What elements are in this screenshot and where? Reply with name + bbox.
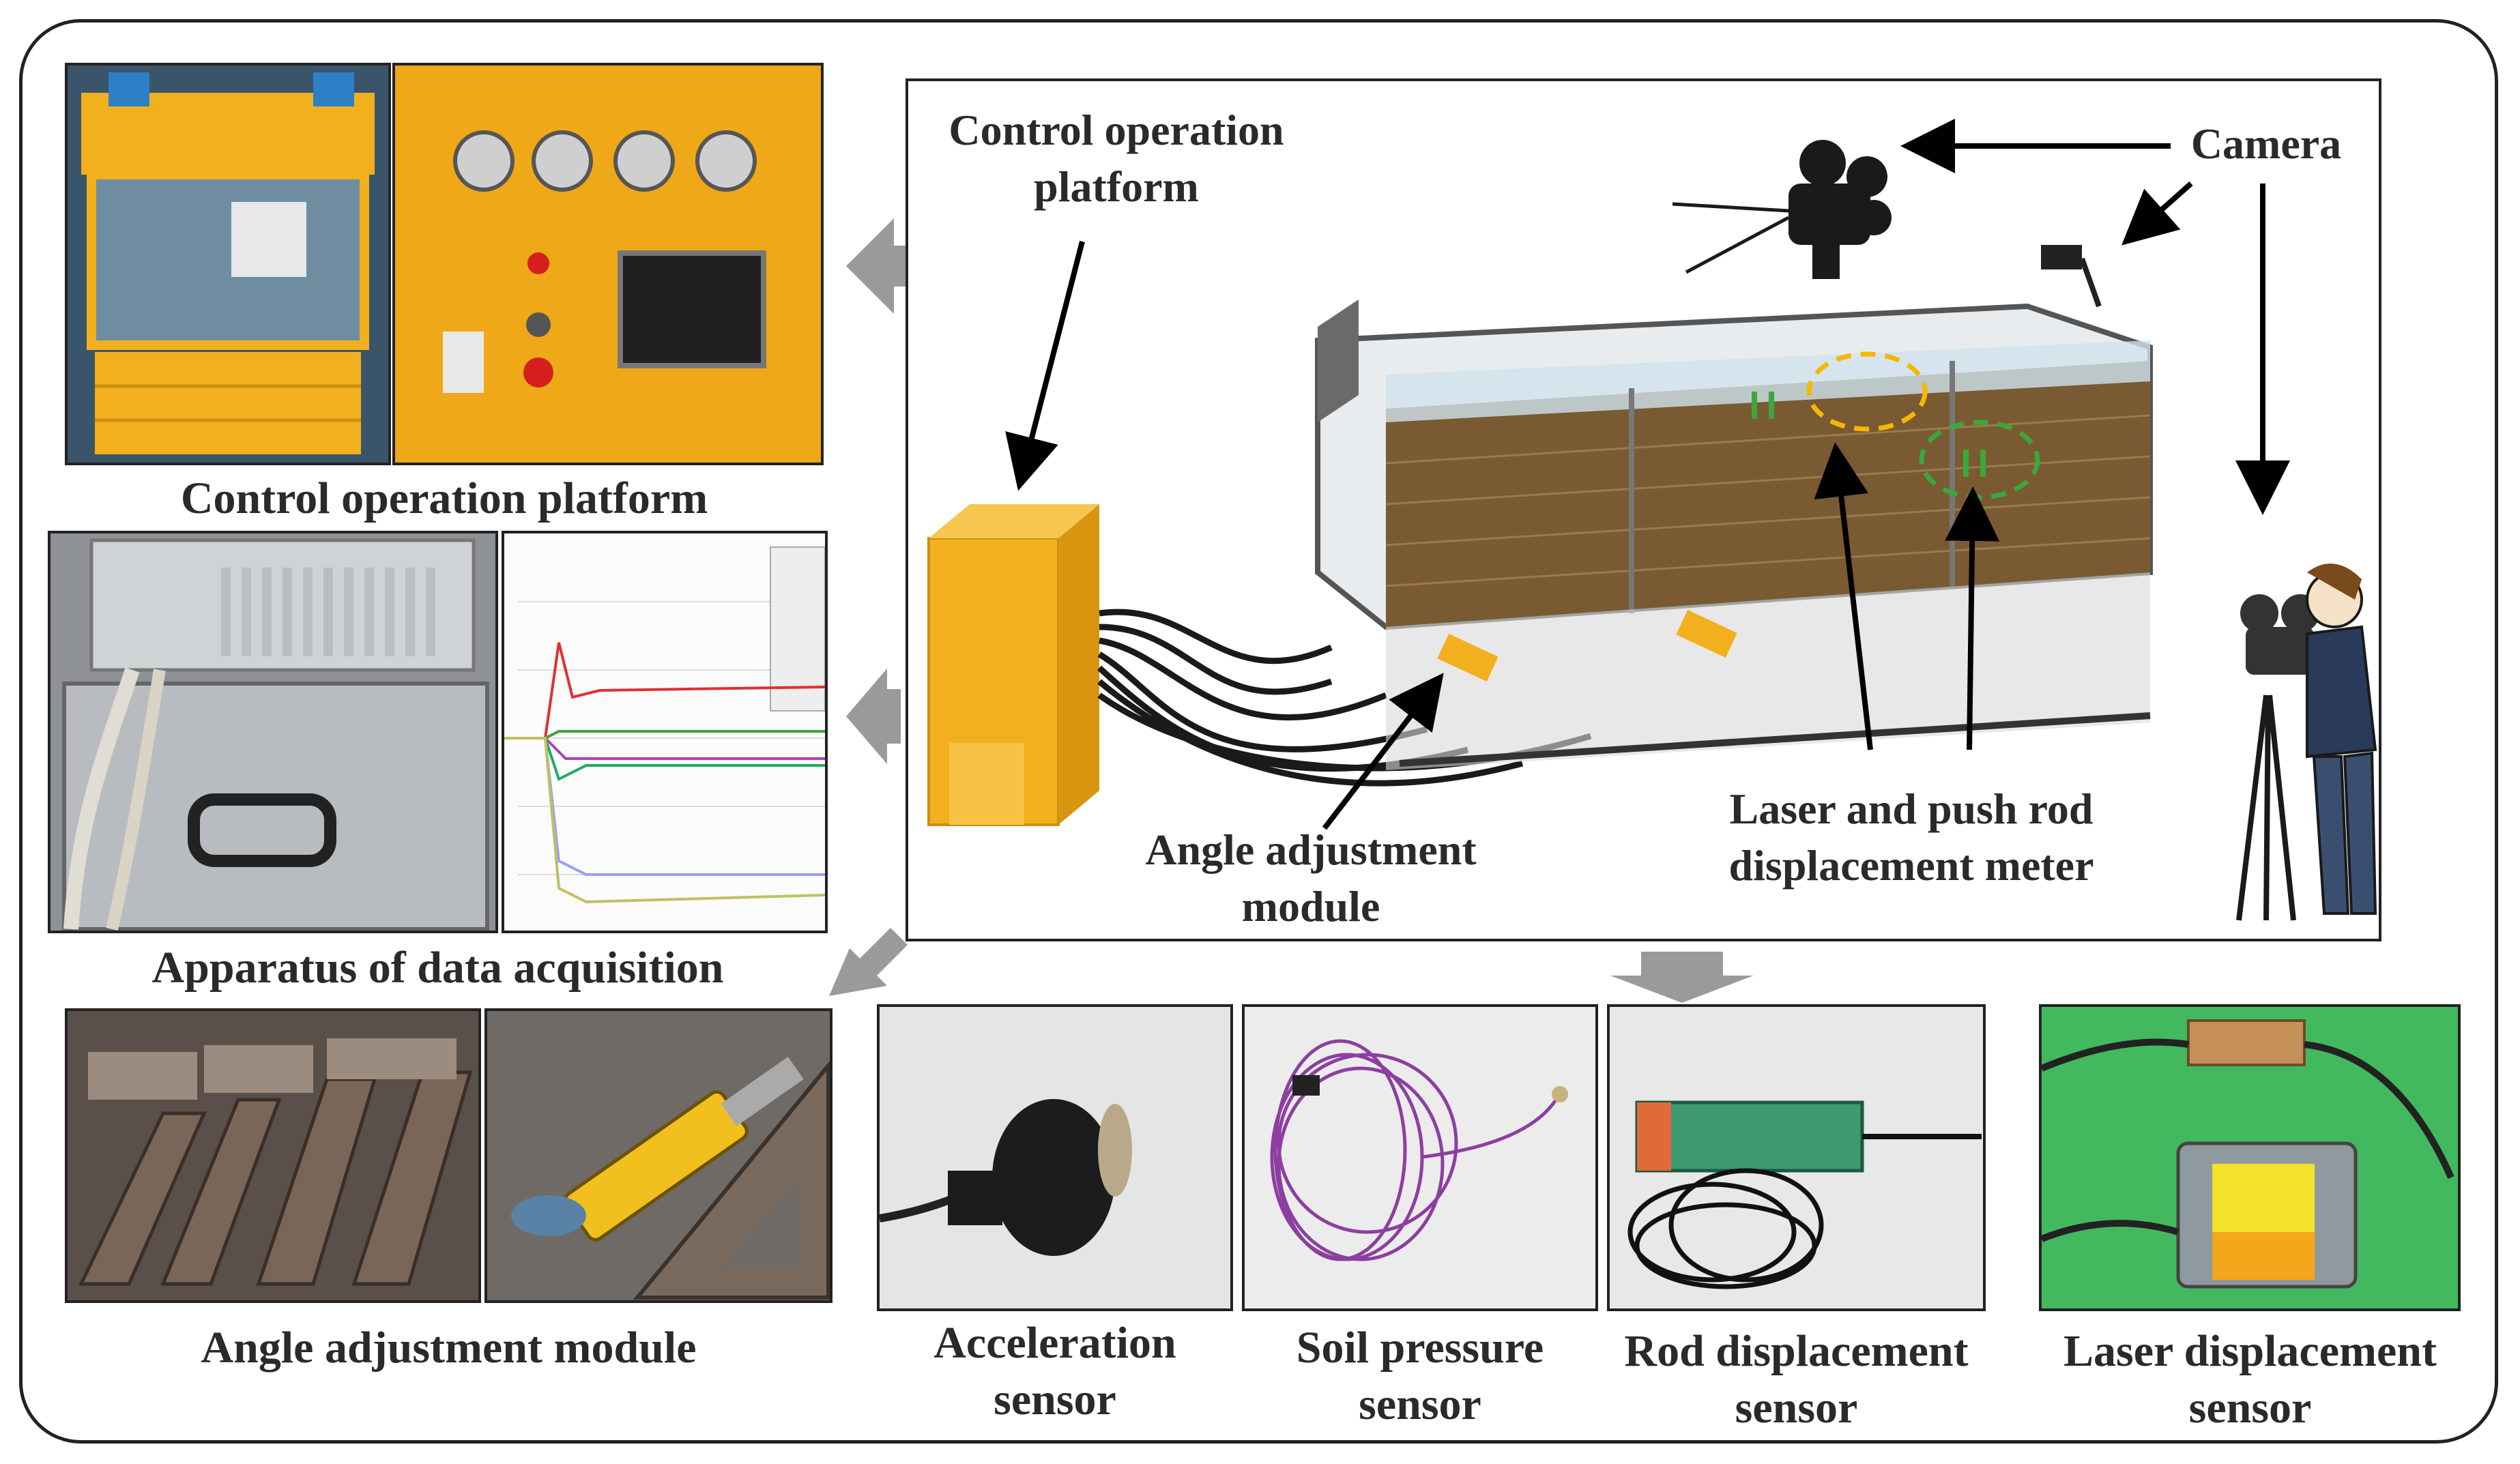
angle-block-right [1676,609,1737,658]
camera-operator-figure [2236,563,2377,921]
hydraulic-jack-photo [484,1008,832,1303]
data-logger-photo [48,531,498,933]
gray-arrow-to-control [846,218,908,314]
laser-highlight-ellipse [1806,351,1928,432]
angle-frames-photo [65,1008,481,1303]
caption-control-platform: Control operation platform [180,473,708,523]
test-setup-illustration [927,119,2377,921]
laser-displacement-sensor-photo [2039,1004,2461,1311]
acceleration-sensor-illustration [880,1007,1230,1308]
control-box-shape [927,504,1099,826]
caption-acceleration-sensor: Acceleration sensor [933,1318,1176,1424]
caption-soil-pressure-sensor: Soil pressure sensor [1296,1323,1544,1429]
soil-pressure-sensor-photo [1242,1004,1598,1311]
hydraulic-jack-illustration [487,1011,830,1300]
gray-arrow-to-acquisition [846,669,901,764]
label-laser-rod: Laser and push rod displacement meter [1728,785,2094,890]
model-box [1315,299,2153,770]
rod-displacement-sensor-photo [1607,1004,1986,1311]
top-camera-shape [1672,140,1892,279]
label-angle-module: Angle adjustment module [1145,825,1477,931]
laser-displacement-sensor-illustration [2042,1007,2458,1308]
rod-displacement-sensor-illustration [1610,1007,1983,1308]
signal-curves-plot [502,531,828,933]
control-cabinet-photo [65,63,391,465]
caption-laser-displacement-sensor: Laser displacement sensor [2063,1326,2437,1433]
signal-curves-illustration [504,533,825,931]
caption-angle-module: Angle adjustment module [201,1323,697,1373]
caption-data-acquisition: Apparatus of data acquisition [151,943,724,993]
angle-frames-illustration [68,1011,478,1300]
side-camera-shape [2041,245,2102,308]
label-control-platform: Control operation platform [948,106,1284,211]
label-camera: Camera [2190,119,2342,168]
angle-block-left [1437,633,1498,682]
pointer-arrows [1005,119,2290,830]
gray-arrow-to-sensors [1610,952,1754,1003]
control-panel-illustration [395,65,821,463]
acceleration-sensor-photo [877,1004,1233,1311]
control-panel-photo [392,63,824,465]
data-logger-illustration [50,533,495,931]
gray-arrow-to-angle [829,928,908,996]
test-setup-schematic: Control operation platform Camera Angle … [906,78,2381,941]
caption-rod-displacement-sensor: Rod displacement sensor [1624,1326,1969,1433]
control-cabinet-illustration [68,65,388,463]
soil-pressure-sensor-illustration [1245,1007,1595,1308]
